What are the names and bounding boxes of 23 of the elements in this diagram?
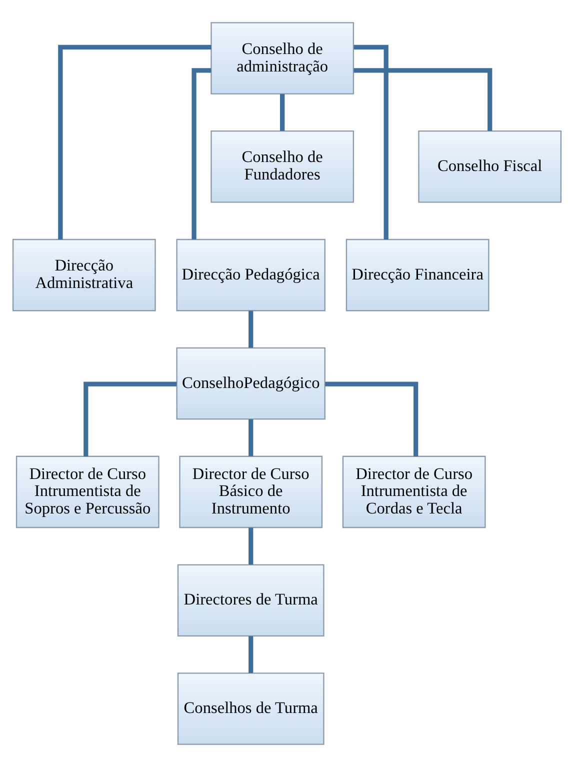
connector <box>84 382 177 456</box>
connector <box>248 310 254 348</box>
node-box: Director de Curso Intrumentista de Sopros e Percussão <box>16 456 160 528</box>
node-box: Conselhos de Turma <box>177 672 324 745</box>
node-box: ConselhoPedagógico <box>176 347 326 420</box>
connector <box>248 419 254 456</box>
node-box: Director de Curso Intrumentista de Cordas e Tecla <box>342 456 486 528</box>
node-box: Conselho de Fundadores <box>210 130 354 203</box>
connector <box>58 44 212 240</box>
connector <box>354 68 492 131</box>
node-box: Directores de Turma <box>177 564 324 636</box>
node-box: Direcção Administrativa <box>12 238 156 312</box>
connector <box>248 528 254 565</box>
node-box: Direcção Pedagógica <box>176 238 326 312</box>
node-box: Director de Curso Básico de Instrumento <box>179 456 323 528</box>
connector <box>280 94 285 131</box>
connector <box>325 382 418 456</box>
connector <box>354 44 388 240</box>
node-box: Direcção Financeira <box>346 238 490 312</box>
node-box: Conselho de administração <box>210 22 354 94</box>
connector <box>192 68 212 240</box>
connector <box>248 636 254 673</box>
node-box: Conselho Fiscal <box>418 130 562 203</box>
